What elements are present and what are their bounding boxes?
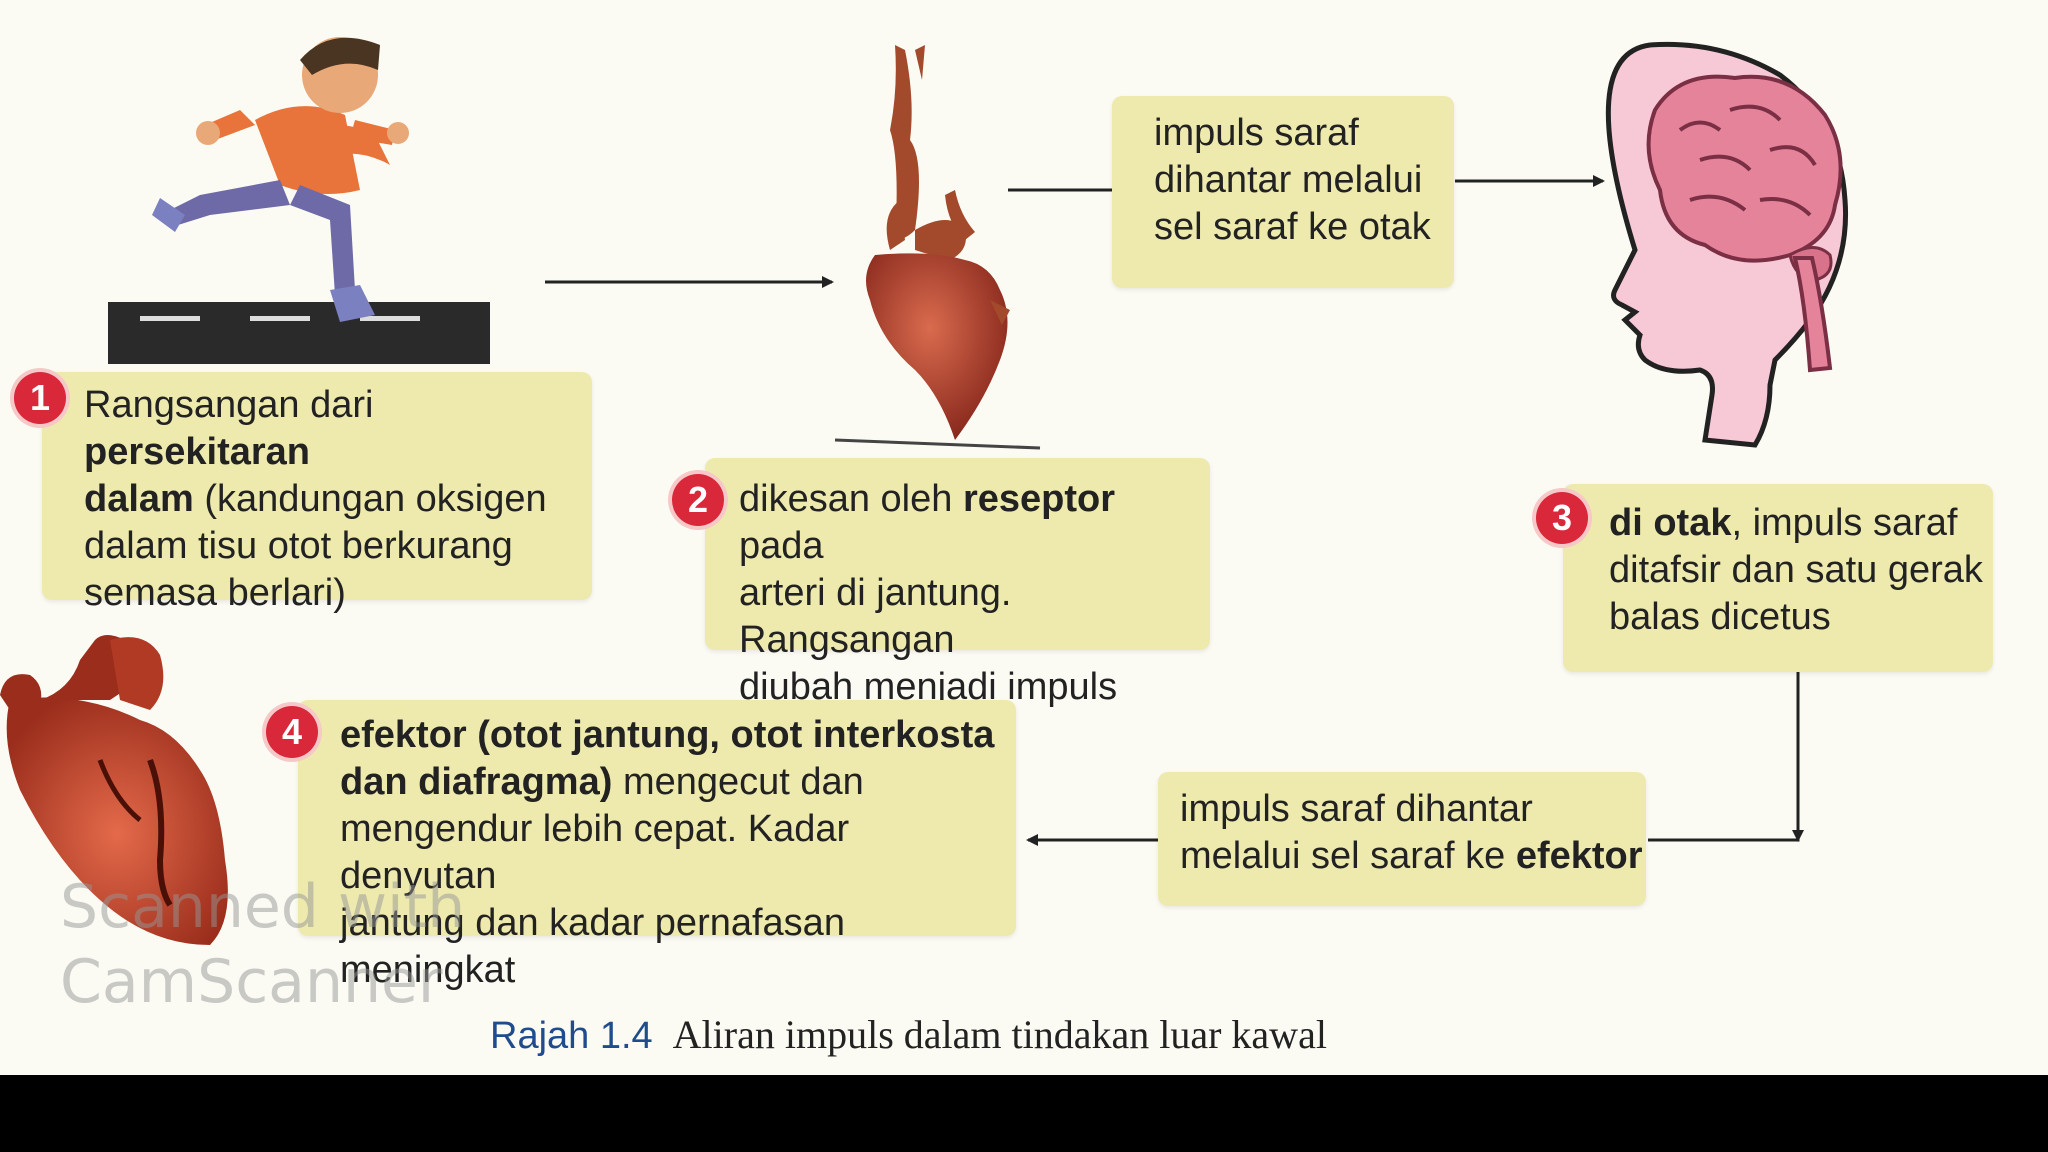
- watermark: Scanned with CamScanner: [60, 872, 466, 1017]
- figure-caption: Rajah 1.4 Aliran impuls dalam tindakan lu…: [490, 1011, 1327, 1058]
- brain-head-icon: [1605, 41, 1849, 448]
- caption-label: Rajah 1.4: [490, 1015, 653, 1057]
- arrow-brain-down-to-effector: [1648, 672, 1800, 842]
- step-2-badge: 2: [672, 474, 724, 526]
- diagram-graphics: [0, 37, 1849, 945]
- step-4-badge: 4: [266, 706, 318, 758]
- step-3-badge: 3: [1536, 492, 1588, 544]
- heart-icon: [0, 635, 228, 945]
- caption-text: Aliran impuls dalam tindakan luar kawal: [672, 1012, 1327, 1057]
- running-boy-icon: [108, 37, 490, 364]
- step-1-badge: 1: [14, 372, 66, 424]
- heart-artery-icon: [834, 45, 1041, 450]
